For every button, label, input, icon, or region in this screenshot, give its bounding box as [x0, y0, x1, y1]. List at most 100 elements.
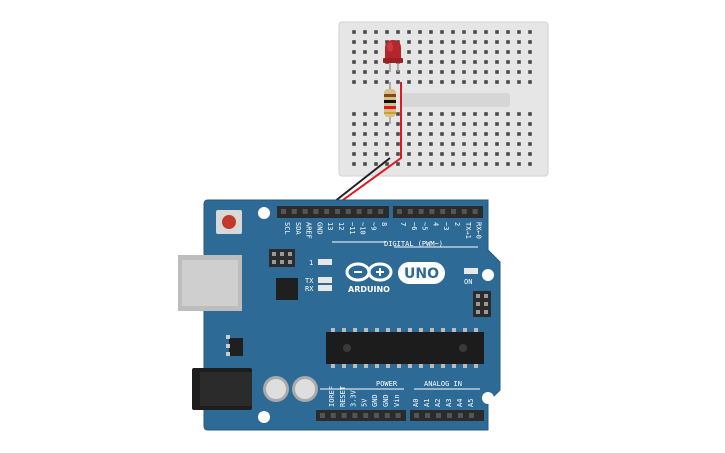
- icsp-pin[interactable]: [272, 252, 276, 256]
- breadboard-hole[interactable]: [407, 30, 411, 34]
- breadboard-hole[interactable]: [385, 132, 389, 136]
- icsp-pin[interactable]: [280, 252, 284, 256]
- breadboard-hole[interactable]: [396, 80, 400, 84]
- header-pin[interactable]: [291, 209, 297, 214]
- breadboard-hole[interactable]: [396, 142, 400, 146]
- header-pin[interactable]: [461, 209, 467, 214]
- breadboard-hole[interactable]: [440, 162, 444, 166]
- breadboard-hole[interactable]: [528, 60, 532, 64]
- header-pin[interactable]: [384, 413, 390, 418]
- breadboard-hole[interactable]: [429, 152, 433, 156]
- breadboard-hole[interactable]: [528, 50, 532, 54]
- breadboard-hole[interactable]: [429, 60, 433, 64]
- breadboard-hole[interactable]: [374, 80, 378, 84]
- header-pin[interactable]: [345, 209, 351, 214]
- breadboard-hole[interactable]: [506, 50, 510, 54]
- breadboard-hole[interactable]: [495, 80, 499, 84]
- breadboard-hole[interactable]: [473, 162, 477, 166]
- breadboard-hole[interactable]: [352, 142, 356, 146]
- breadboard-hole[interactable]: [440, 60, 444, 64]
- header-pin[interactable]: [407, 209, 413, 214]
- breadboard-hole[interactable]: [517, 80, 521, 84]
- breadboard-hole[interactable]: [352, 152, 356, 156]
- breadboard-hole[interactable]: [484, 112, 488, 116]
- breadboard-hole[interactable]: [374, 152, 378, 156]
- breadboard-hole[interactable]: [495, 50, 499, 54]
- breadboard-hole[interactable]: [385, 30, 389, 34]
- header-pin[interactable]: [330, 413, 336, 418]
- breadboard-hole[interactable]: [396, 152, 400, 156]
- breadboard-hole[interactable]: [473, 40, 477, 44]
- breadboard-hole[interactable]: [418, 50, 422, 54]
- breadboard-hole[interactable]: [418, 162, 422, 166]
- breadboard-hole[interactable]: [429, 112, 433, 116]
- icsp-header-usb[interactable]: [269, 249, 295, 267]
- breadboard-hole[interactable]: [528, 122, 532, 126]
- breadboard-hole[interactable]: [484, 80, 488, 84]
- icsp-pin[interactable]: [484, 302, 488, 306]
- breadboard-hole[interactable]: [484, 70, 488, 74]
- header-pin[interactable]: [363, 413, 369, 418]
- breadboard-hole[interactable]: [484, 132, 488, 136]
- breadboard-hole[interactable]: [528, 30, 532, 34]
- breadboard-hole[interactable]: [374, 60, 378, 64]
- breadboard-hole[interactable]: [506, 70, 510, 74]
- breadboard-hole[interactable]: [451, 142, 455, 146]
- icsp-pin[interactable]: [288, 260, 292, 264]
- breadboard-hole[interactable]: [451, 162, 455, 166]
- breadboard-hole[interactable]: [495, 112, 499, 116]
- breadboard-hole[interactable]: [462, 50, 466, 54]
- breadboard-hole[interactable]: [385, 122, 389, 126]
- breadboard-hole[interactable]: [418, 40, 422, 44]
- breadboard-hole[interactable]: [440, 122, 444, 126]
- breadboard-hole[interactable]: [528, 70, 532, 74]
- breadboard-hole[interactable]: [495, 60, 499, 64]
- breadboard-hole[interactable]: [484, 152, 488, 156]
- breadboard-hole[interactable]: [528, 152, 532, 156]
- breadboard-hole[interactable]: [528, 132, 532, 136]
- breadboard-hole[interactable]: [517, 162, 521, 166]
- breadboard-hole[interactable]: [517, 152, 521, 156]
- breadboard-hole[interactable]: [473, 112, 477, 116]
- breadboard-hole[interactable]: [352, 162, 356, 166]
- breadboard-hole[interactable]: [506, 142, 510, 146]
- breadboard-hole[interactable]: [429, 122, 433, 126]
- breadboard-hole[interactable]: [374, 122, 378, 126]
- reset-button[interactable]: [216, 210, 242, 234]
- breadboard-hole[interactable]: [418, 142, 422, 146]
- breadboard-hole[interactable]: [506, 30, 510, 34]
- header-pin[interactable]: [469, 413, 474, 418]
- header-pin[interactable]: [440, 209, 446, 214]
- breadboard-hole[interactable]: [506, 80, 510, 84]
- breadboard-hole[interactable]: [352, 122, 356, 126]
- breadboard-hole[interactable]: [451, 30, 455, 34]
- breadboard-hole[interactable]: [374, 30, 378, 34]
- breadboard-hole[interactable]: [451, 80, 455, 84]
- breadboard-hole[interactable]: [462, 80, 466, 84]
- breadboard-hole[interactable]: [363, 152, 367, 156]
- breadboard-hole[interactable]: [506, 152, 510, 156]
- breadboard-hole[interactable]: [407, 70, 411, 74]
- breadboard-hole[interactable]: [363, 60, 367, 64]
- breadboard-hole[interactable]: [363, 142, 367, 146]
- breadboard-hole[interactable]: [462, 30, 466, 34]
- breadboard-hole[interactable]: [440, 112, 444, 116]
- header-pin[interactable]: [395, 413, 401, 418]
- breadboard-hole[interactable]: [462, 60, 466, 64]
- breadboard-hole[interactable]: [440, 30, 444, 34]
- breadboard-hole[interactable]: [418, 30, 422, 34]
- breadboard-hole[interactable]: [462, 162, 466, 166]
- breadboard-hole[interactable]: [352, 60, 356, 64]
- breadboard-hole[interactable]: [484, 162, 488, 166]
- breadboard-hole[interactable]: [462, 70, 466, 74]
- breadboard-hole[interactable]: [385, 142, 389, 146]
- breadboard-hole[interactable]: [484, 30, 488, 34]
- breadboard-hole[interactable]: [440, 80, 444, 84]
- breadboard-hole[interactable]: [352, 30, 356, 34]
- breadboard-hole[interactable]: [462, 122, 466, 126]
- breadboard-hole[interactable]: [363, 80, 367, 84]
- breadboard-hole[interactable]: [451, 122, 455, 126]
- breadboard-hole[interactable]: [429, 70, 433, 74]
